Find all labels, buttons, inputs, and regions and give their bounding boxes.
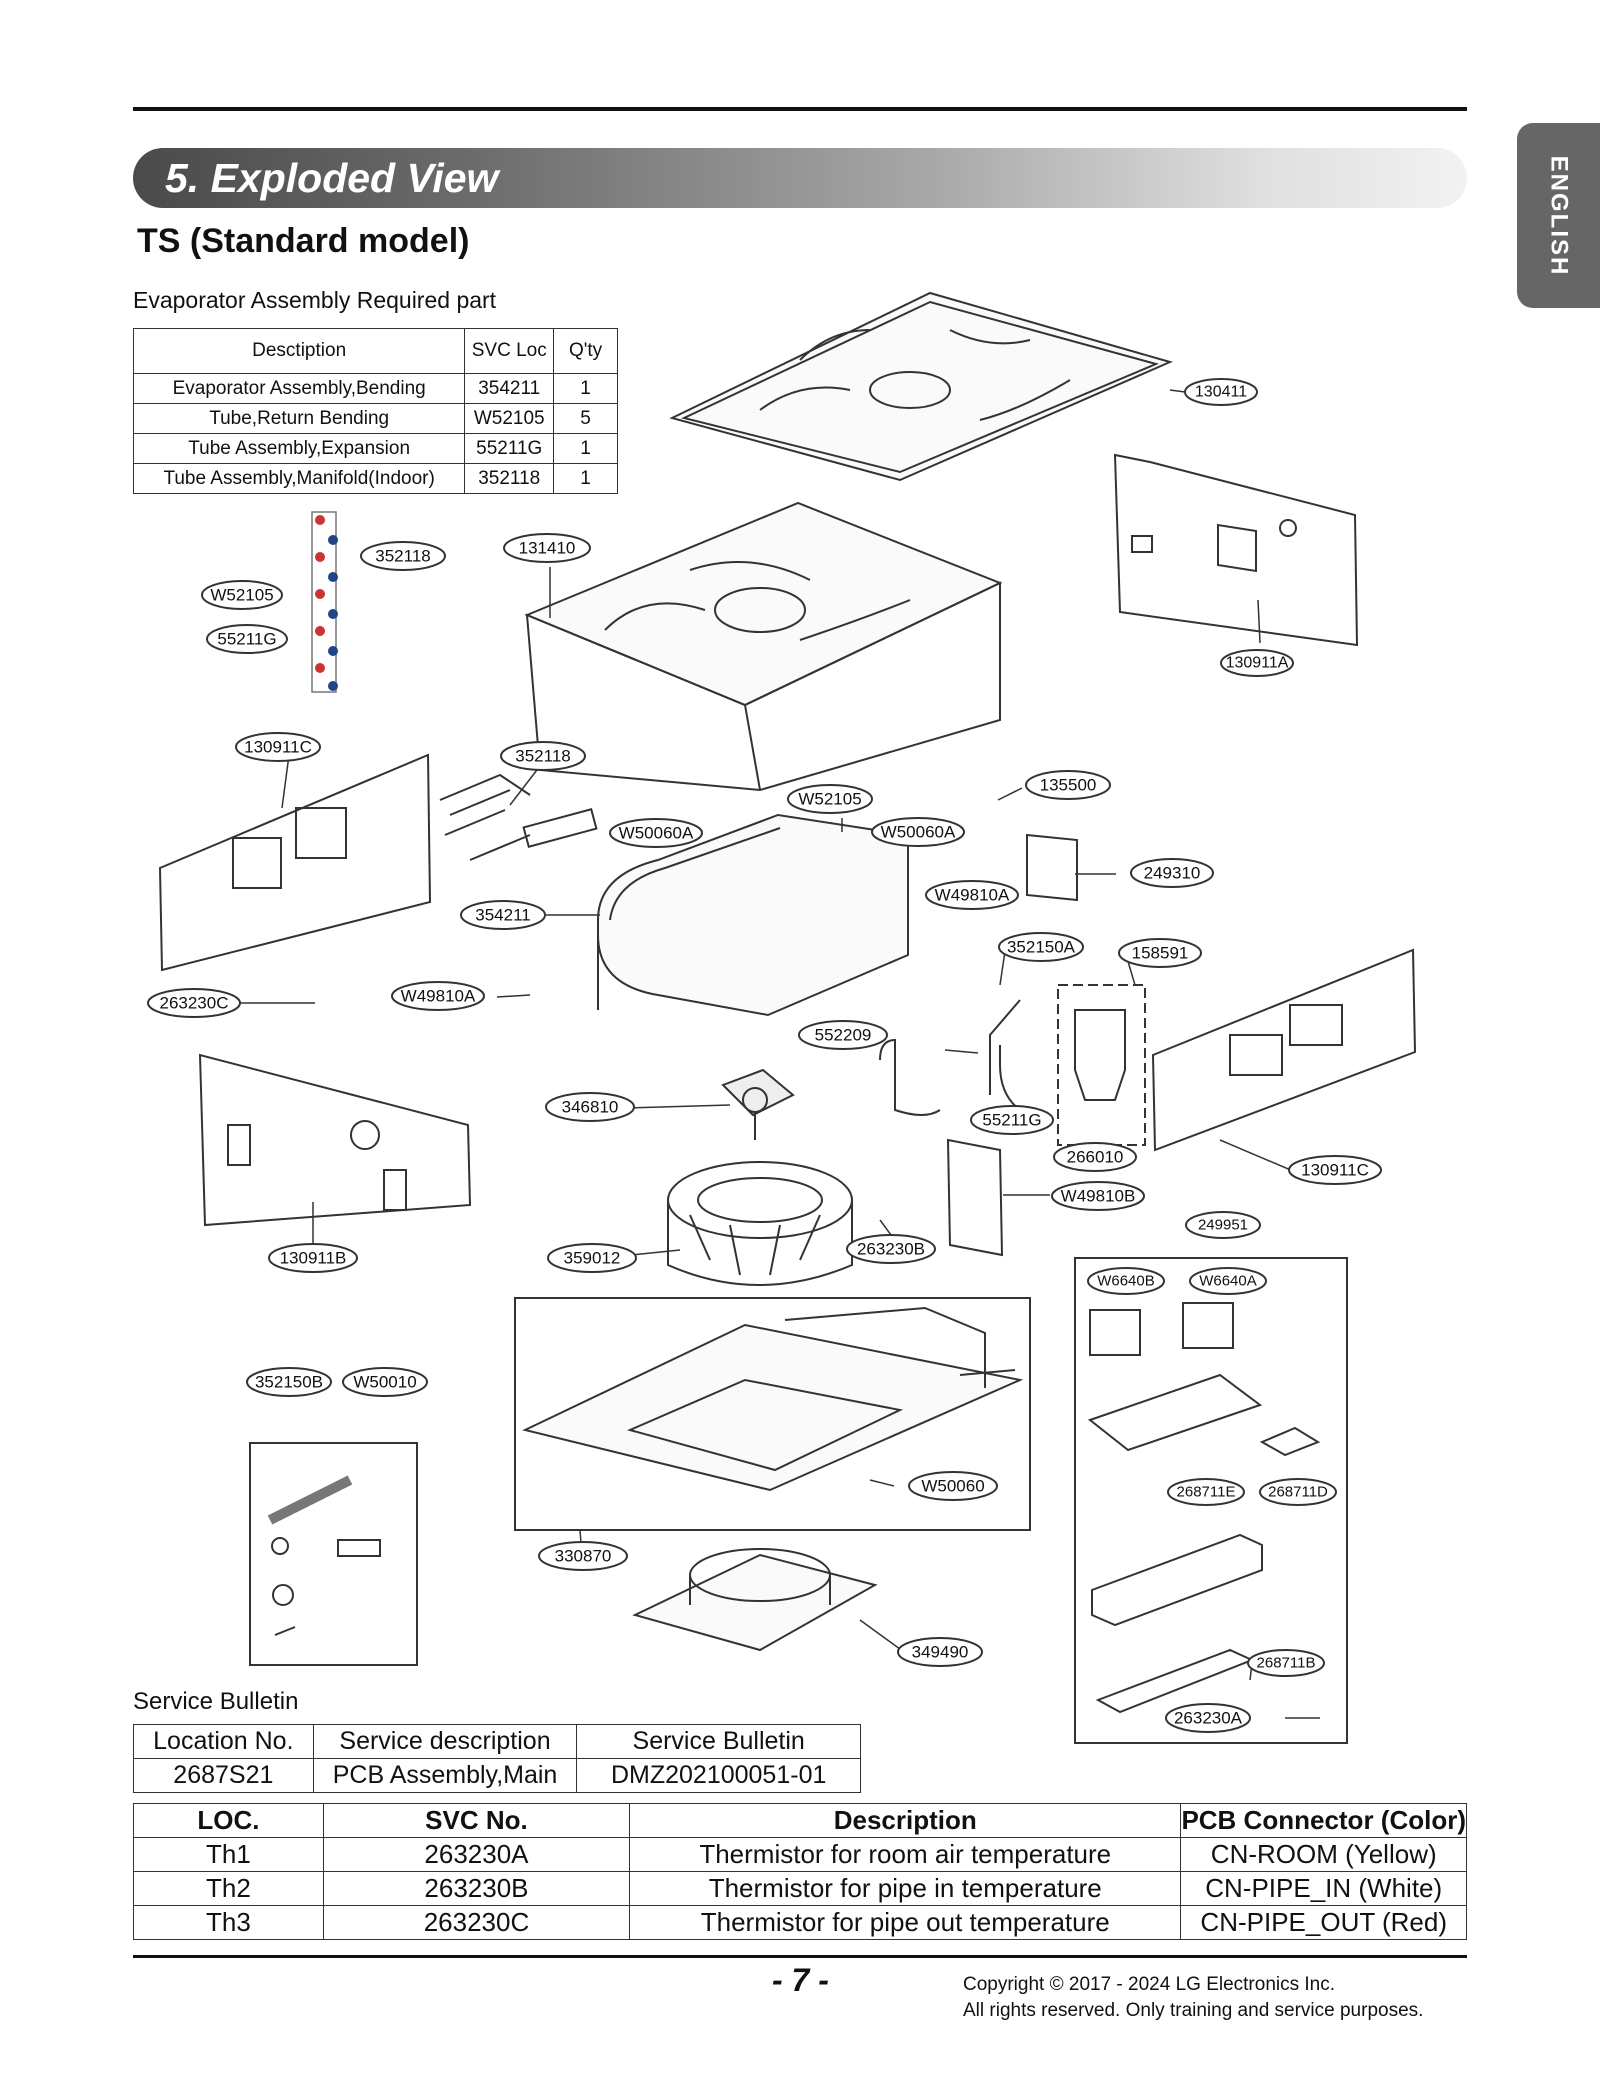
table-row: 2687S21 PCB Assembly,Main DMZ202100051-0… (133, 1758, 861, 1793)
callout-266010: 266010 (1067, 1148, 1124, 1167)
copyright-line-2: All rights reserved. Only training and s… (963, 2000, 1424, 2021)
callout-130911C-right: 130911C (1301, 1161, 1369, 1180)
callout-552209: 552209 (815, 1026, 872, 1045)
table-row: Evaporator Assembly,Bending 354211 1 (132, 373, 618, 404)
table-row: Th2 263230B Thermistor for pipe in tempe… (133, 1871, 1467, 1906)
callout-268711B: 268711B (1257, 1655, 1316, 1672)
callout-55211G-a: 55211G (217, 630, 276, 649)
callout-352150B: 352150B (255, 1373, 323, 1392)
callout-131410: 131410 (519, 539, 576, 558)
table-row: Th1 263230A Thermistor for room air temp… (133, 1837, 1467, 1872)
copyright: Copyright © 2017 - 2024 LG Electronics I… (963, 1972, 1423, 2024)
callout-W50060A-right: W50060A (881, 823, 956, 842)
callout-W50010: W50010 (353, 1373, 416, 1392)
callout-W50060A-left: W50060A (619, 824, 694, 843)
callout-263230C: 263230C (159, 994, 228, 1013)
copyright-line-1: Copyright © 2017 - 2024 LG Electronics I… (963, 1974, 1336, 1995)
bellmouth-part (632, 1548, 878, 1652)
callout-354211: 354211 (475, 906, 530, 925)
callout-349490: 349490 (912, 1643, 969, 1662)
header-loc: LOC. (133, 1803, 324, 1838)
callout-352150A: 352150A (1007, 938, 1076, 957)
table-row: Th3 263230C Thermistor for pipe out temp… (133, 1905, 1467, 1940)
section-title: 5. Exploded View (165, 155, 499, 201)
callout-135500: 135500 (1040, 776, 1097, 795)
evaporator-part (597, 813, 909, 1017)
drain-pan-part (669, 291, 1173, 482)
callout-352118-a: 352118 (375, 547, 430, 566)
top-rule (133, 107, 1467, 111)
panel-130911A (1113, 453, 1359, 647)
callout-346810: 346810 (562, 1098, 619, 1117)
callout-263230B: 263230B (857, 1240, 925, 1259)
callout-W52105-a: W52105 (210, 586, 273, 605)
callout-352118-b: 352118 (515, 747, 570, 766)
header-svc-loc: SVC Loc (464, 328, 555, 374)
callout-249951: 249951 (1198, 1217, 1248, 1234)
callout-130911C-left: 130911C (244, 738, 312, 757)
panel-130911B (198, 1053, 472, 1227)
callout-359012: 359012 (564, 1249, 621, 1268)
section-header-bar (133, 148, 1467, 208)
callout-249310: 249310 (1144, 864, 1201, 883)
model-title: TS (Standard model) (137, 222, 470, 260)
callout-263230A: 263230A (1174, 1709, 1243, 1728)
header-description: Description (629, 1803, 1182, 1838)
header-service-bulletin: Service Bulletin (576, 1724, 861, 1759)
callout-W49810A-left: W49810A (401, 987, 476, 1006)
header-svc-no: SVC No. (322, 1803, 631, 1838)
callout-W6640B: W6640B (1097, 1273, 1155, 1290)
page-number: - 7 - (772, 1962, 829, 1998)
callout-W50060: W50060 (921, 1477, 984, 1496)
callout-130911B: 130911B (280, 1249, 347, 1268)
header-qty: Q'ty (553, 328, 618, 374)
callout-268711E: 268711E (1177, 1484, 1236, 1501)
service-bulletin-caption: Service Bulletin (133, 1688, 299, 1715)
header-location-no: Location No. (133, 1724, 314, 1759)
turbo-fan-part (667, 1161, 853, 1286)
required-parts-caption: Evaporator Assembly Required part (133, 287, 497, 313)
header-service-description: Service description (312, 1724, 578, 1759)
callout-W52105-b: W52105 (798, 790, 861, 809)
table-row: Tube Assembly,Expansion 55211G 1 (132, 433, 618, 464)
callout-130411: 130411 (1195, 384, 1247, 401)
callout-W49810B: W49810B (1061, 1187, 1136, 1206)
callout-55211G-b: 55211G (982, 1111, 1041, 1130)
language-tab[interactable]: ENGLISH (1517, 123, 1600, 308)
panel-130911C-right (1151, 948, 1417, 1152)
required-parts-table: Desctiption SVC Loc Q'ty Evaporator Asse… (132, 328, 618, 494)
callout-330870: 330870 (555, 1547, 612, 1566)
table-row: Tube Assembly,Manifold(Indoor) 352118 1 (132, 463, 618, 494)
callout-W49810A-top: W49810A (935, 886, 1010, 905)
thermistor-table: LOC. SVC No. Description PCB Connector (… (133, 1803, 1467, 1940)
bottom-rule (133, 1955, 1467, 1958)
header-pcb-connector: PCB Connector (Color) (1180, 1803, 1467, 1838)
manifold-part (439, 773, 598, 861)
chassis-part (524, 501, 1003, 792)
panel-130911C-left (158, 753, 432, 972)
callout-W6640A: W6640A (1199, 1273, 1257, 1290)
callout-130911A: 130911A (1226, 655, 1289, 672)
fan-motor-part (721, 1068, 795, 1140)
service-bulletin-table: Location No. Service description Service… (133, 1724, 861, 1793)
callout-268711D: 268711D (1268, 1484, 1328, 1501)
table-row: Tube,Return Bending W52105 5 (132, 403, 618, 434)
callout-158591: 158591 (1132, 944, 1189, 963)
